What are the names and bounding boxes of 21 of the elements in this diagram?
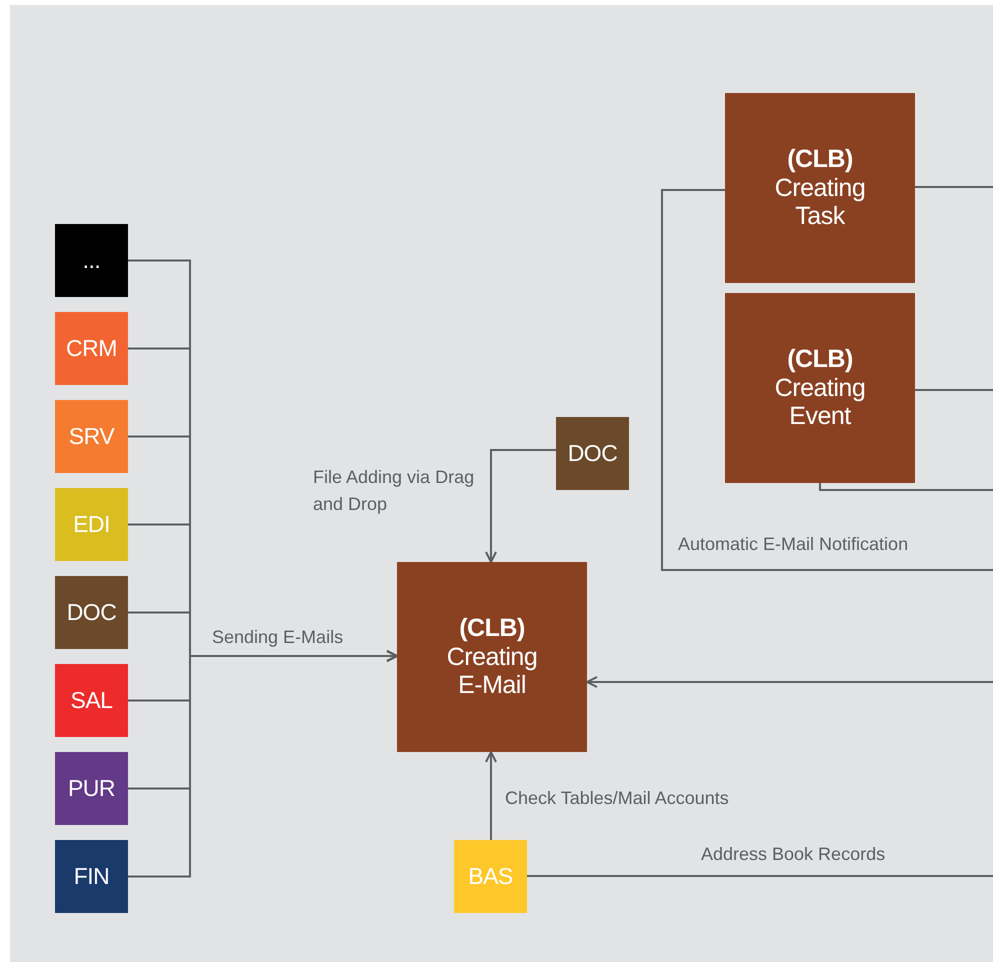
module-box: SRV <box>55 400 128 473</box>
module-box: FIN <box>55 840 128 913</box>
connector-line <box>661 189 993 571</box>
arrow <box>586 676 993 688</box>
module-box: CRM <box>55 312 128 385</box>
module-box: SAL <box>55 664 128 737</box>
connector-line <box>915 389 993 391</box>
module-box: BAS <box>454 840 527 913</box>
connector-line <box>915 186 993 188</box>
arrow <box>485 449 556 563</box>
email-box: (CLB) Creating E-Mail <box>397 562 587 752</box>
module-box: DOC <box>556 417 629 490</box>
event-box: (CLB) Creating Event <box>725 293 915 483</box>
module-box: EDI <box>55 488 128 561</box>
arrow <box>485 751 497 840</box>
task-box: (CLB) Creating Task <box>725 93 915 283</box>
connector-line <box>527 875 993 877</box>
module-box: ... <box>55 224 128 297</box>
module-box: DOC <box>55 576 128 649</box>
connector-line <box>819 483 993 491</box>
module-box: PUR <box>55 752 128 825</box>
